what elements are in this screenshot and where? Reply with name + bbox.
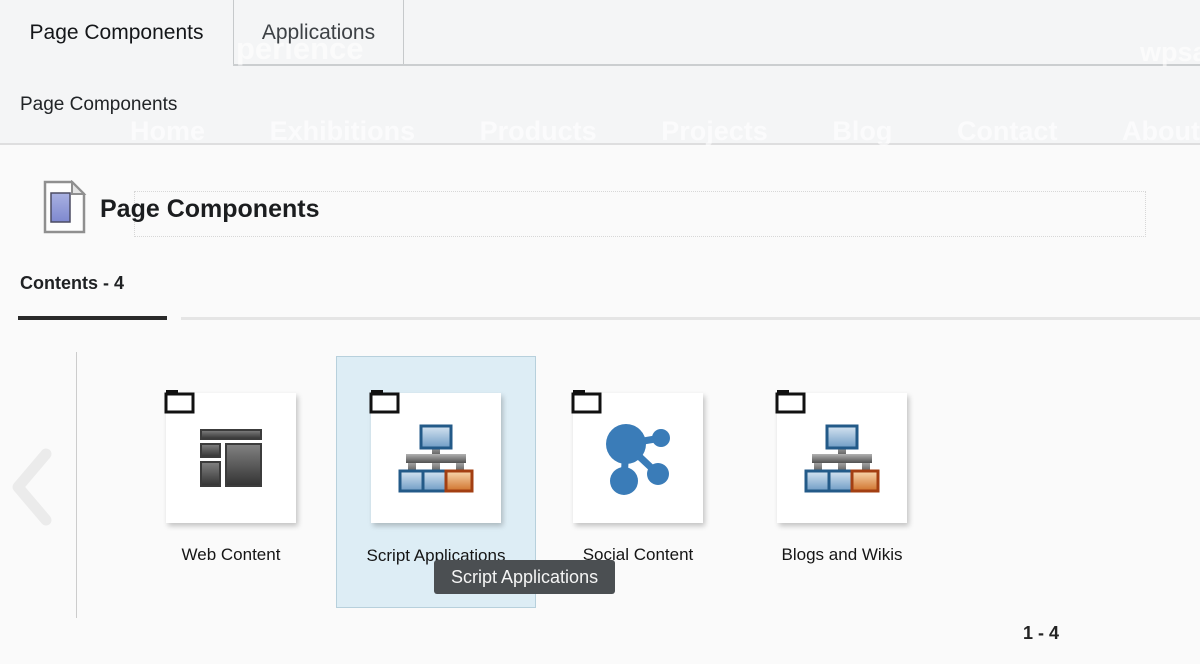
tab-applications[interactable]: Applications [234,0,403,66]
tab-bar-border [233,64,1200,66]
folder-icon [164,388,195,419]
tab-contents[interactable]: Contents - 4 [20,273,125,293]
share-network-icon [598,418,678,503]
ghost-nav-about-us: About Us [1122,116,1200,146]
document-icon [39,179,89,240]
background-page-nav: Home Exhibitions Products Projects Blog … [130,115,1200,147]
tab-applications-label: Applications [261,21,376,44]
tab-page-components[interactable]: Page Components [0,0,233,66]
ghost-nav-home: Home [130,116,206,146]
content-item-label: Social Content [582,545,694,564]
background-watermark-username: wpsa [1140,37,1200,67]
chevron-left-icon [6,448,64,534]
web-layout-icon [200,429,262,492]
content-item-label: Blogs and Wikis [781,545,903,564]
sitemap-icon [398,423,474,498]
tab-divider-left [233,0,234,65]
background-watermark-text: perience [236,31,364,66]
header-divider [0,143,1200,145]
tab-divider-right [403,0,404,65]
folder-icon [571,388,602,419]
ghost-nav-exhibitions: Exhibitions [269,116,416,146]
content-item-label: Web Content [181,545,281,564]
top-band [0,0,1200,144]
pagination-range: 1 - 4 [1022,623,1060,643]
folder-icon [775,388,806,419]
carousel-prev-button[interactable] [6,444,64,530]
ghost-nav-projects: Projects [661,116,768,146]
content-item-social-content[interactable]: Social Content [538,356,738,608]
content-item-card[interactable] [775,390,907,523]
ghost-nav-products: Products [479,116,597,146]
folder-icon [369,388,400,419]
content-item-blogs-and-wikis[interactable]: Blogs and Wikis [742,356,942,608]
content-item-card[interactable] [164,390,296,523]
tab-contents-active-underline [18,316,167,320]
tab-page-components-label: Page Components [29,21,204,44]
sitemap-icon [804,423,880,498]
carousel-left-divider [76,352,77,618]
content-item-web-content[interactable]: Web Content [131,356,331,608]
breadcrumb: Page Components [20,94,178,115]
content-item-card[interactable] [571,390,703,523]
ghost-nav-contact: Contact [956,116,1058,146]
tab-strip-baseline [181,317,1200,320]
content-item-card[interactable] [369,390,501,523]
ghost-nav-blog: Blog [832,116,893,146]
page-title: Page Components [100,195,320,223]
title-focus-outline [134,191,1146,237]
tooltip: Script Applications [434,560,616,594]
